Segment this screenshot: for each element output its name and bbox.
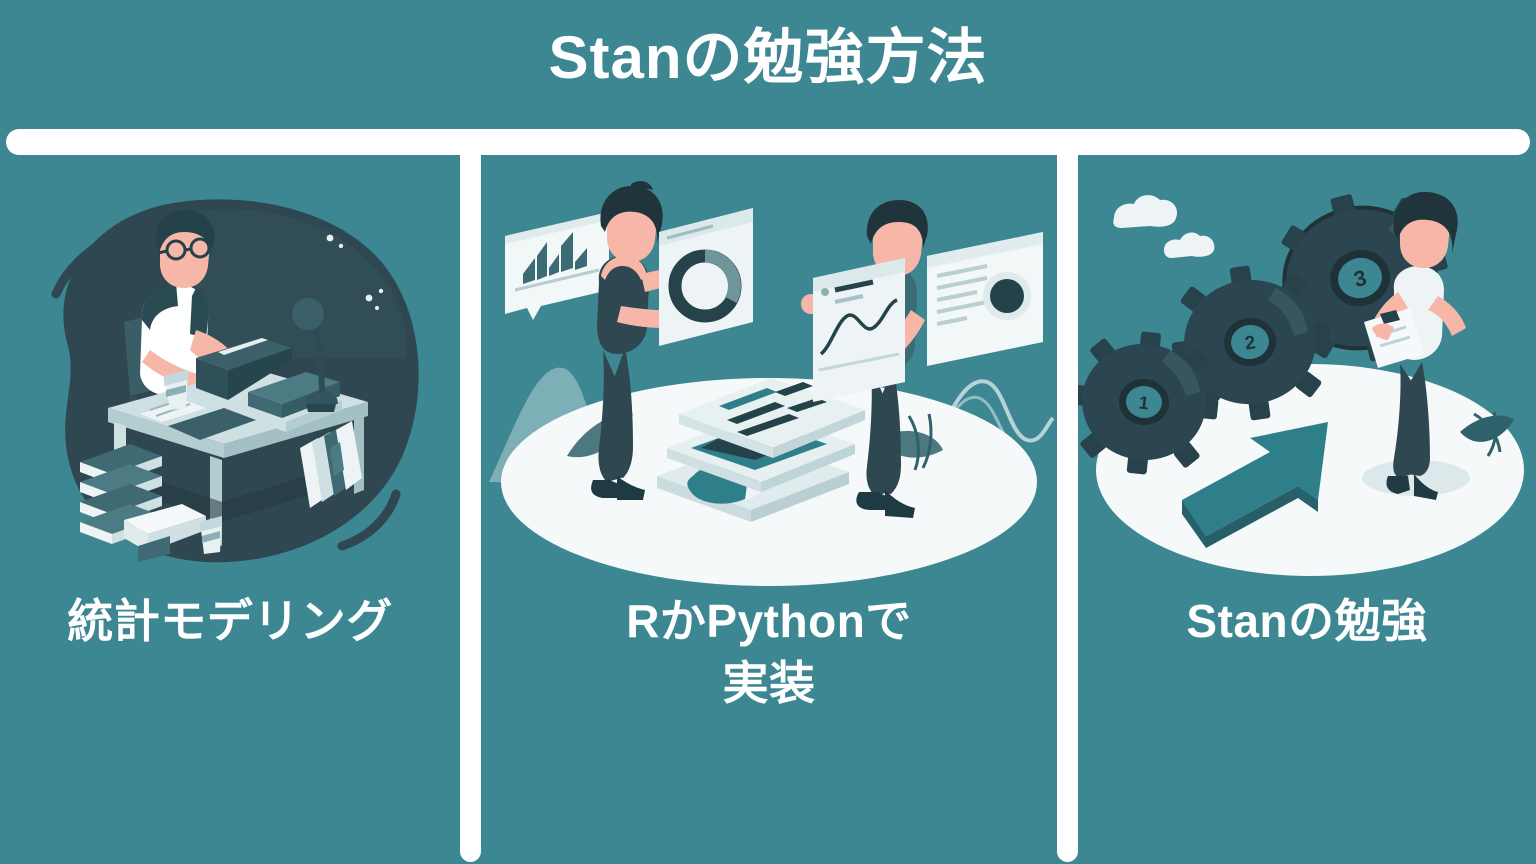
desk-book-top [248, 372, 340, 404]
desk-scene-svg [51, 199, 419, 563]
step-caption-2-line1: RかPythonで [626, 595, 912, 647]
decorative-arc-top [51, 223, 139, 299]
lamp-head [292, 298, 324, 330]
person-sleeve [141, 283, 178, 330]
lamp-base [306, 404, 336, 412]
desk-edge-right [224, 402, 368, 458]
progress-arrow [1182, 422, 1328, 548]
illustration-person-studying [0, 170, 460, 590]
step-caption-3-line1: Stanの勉強 [1186, 595, 1428, 647]
leaning-books-right [300, 421, 362, 508]
floor-open-book [124, 504, 206, 534]
floor-open-book-side [124, 520, 148, 552]
illustration-gears-progress: 3 [1078, 170, 1536, 590]
cloud-icon [1113, 195, 1178, 228]
panel-donut-chart-left [659, 208, 753, 346]
sparkle-dot [375, 306, 379, 310]
desk-book-pages [252, 410, 286, 432]
illustration-data-dashboard [481, 170, 1057, 590]
gear-2: 2 [1171, 265, 1331, 421]
sparkle-dot [338, 243, 344, 249]
lamp-shade [306, 390, 338, 404]
laptop-bezel-highlight [218, 338, 268, 355]
desk-edge-left [108, 408, 224, 458]
gears-scene-svg: 3 [1078, 191, 1524, 576]
person-sleeve-right [190, 288, 209, 338]
layer-bar-chart [719, 382, 827, 436]
header-divider [6, 129, 1530, 155]
page-title: Stanの勉強方法 [548, 24, 988, 91]
sparkle-dot [365, 294, 373, 302]
sparkle-dot [378, 288, 384, 294]
panel-bar-chart [505, 212, 609, 320]
step-caption-1-line1: 統計モデリング [67, 595, 393, 647]
step-column-2: RかPythonで 実装 [481, 170, 1057, 860]
person-arm-left [142, 350, 206, 390]
gear-1: 1 [1078, 331, 1219, 475]
laptop-keyboard [228, 348, 292, 400]
coffee-cup-lid [164, 370, 188, 386]
floor-book-spine [138, 536, 170, 562]
step-caption-1: 統計モデリング [0, 590, 460, 652]
coffee-cup-sleeve [166, 385, 186, 397]
step-column-3: 3 [1078, 170, 1536, 860]
decorative-arc-bottom [337, 489, 401, 551]
cloud-icon [1164, 232, 1215, 258]
step-caption-2-line2: 実装 [722, 657, 816, 710]
column-divider-2 [1057, 140, 1078, 862]
panel-donut-chart-right [927, 232, 1043, 366]
step-caption-2: RかPythonで 実装 [481, 590, 1057, 714]
floor-coffee-cup-sleeve [202, 531, 220, 543]
figure-woman-clipboard [1362, 191, 1514, 500]
dashboard-scene-svg [489, 181, 1055, 586]
sparkle-dot [326, 234, 334, 242]
lamp-arm [311, 317, 325, 393]
step-caption-3: Stanの勉強 [1078, 590, 1536, 652]
laptop-screen [196, 338, 292, 370]
laptop-base [196, 358, 228, 400]
gear-2-number: 2 [1244, 332, 1257, 354]
person-glasses [157, 237, 211, 261]
desk-book-side [248, 392, 282, 418]
leaf-stem-2 [921, 413, 933, 469]
gear-3-number: 3 [1351, 265, 1369, 292]
floor-coffee-cup-lid [200, 516, 222, 532]
decor-wave-right [931, 379, 1055, 457]
column-divider-1 [460, 140, 481, 862]
gear-1-number: 1 [1138, 393, 1150, 414]
leaf-stem [907, 415, 920, 471]
desk-tablet [168, 408, 256, 440]
step-column-1: 統計モデリング [0, 170, 460, 860]
person-hair [155, 210, 215, 250]
blob-highlight [190, 209, 407, 358]
panel-line-chart [813, 258, 905, 402]
